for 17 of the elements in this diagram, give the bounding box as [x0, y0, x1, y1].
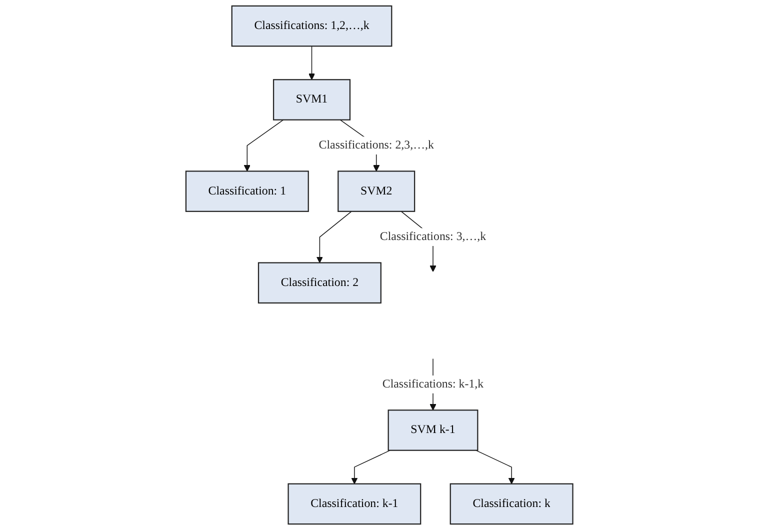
edge-label: Classifications: k-1,k [382, 378, 484, 390]
node-box [186, 170, 310, 212]
node-box [288, 483, 422, 525]
node-box [388, 410, 478, 451]
node-box [450, 483, 574, 525]
arrow [476, 450, 515, 484]
flowchart: Classifications: 2,3,…,k Classifications: 3,…,k Classifications: k-1,k Classifications: 1,2,…,k SVM1 Classification: 1 SVM2 Classification: 2 SVM k-1 Classification: k-1 Classification: k [180, 0, 579, 530]
node-box [258, 262, 382, 304]
arrow [351, 450, 391, 484]
edge-label: Classifications: 2,3,…,k [318, 138, 434, 152]
node-box [231, 5, 392, 47]
arrow [308, 46, 316, 80]
node-box [338, 170, 416, 212]
node-box [273, 79, 351, 120]
edge-label: Classifications: 3,…,k [380, 230, 486, 244]
arrow [244, 119, 284, 172]
arrow [316, 211, 352, 264]
